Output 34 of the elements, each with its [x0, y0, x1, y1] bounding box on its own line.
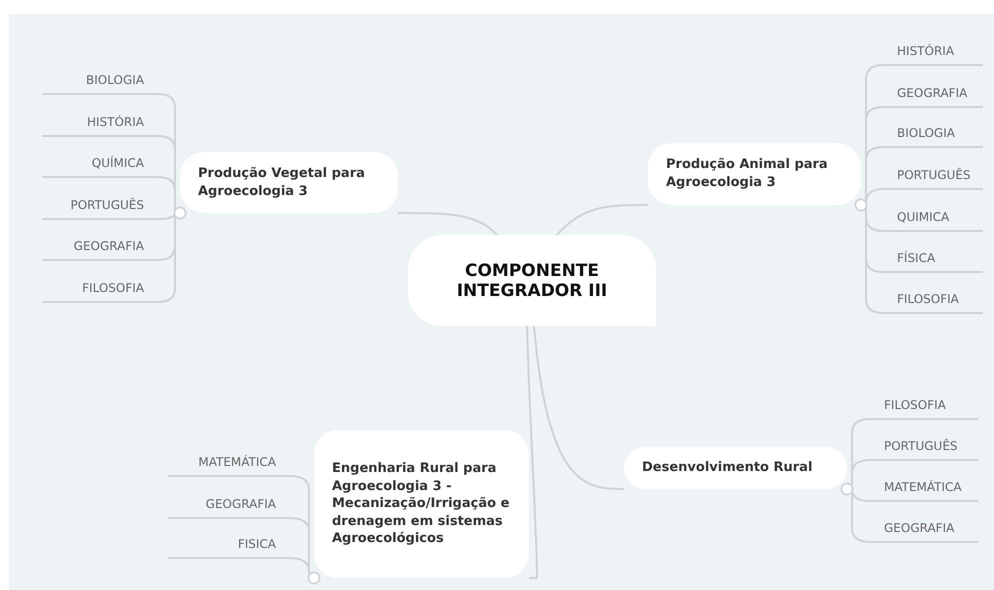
topic-text: Produção Vegetal para Agroecologia 3 — [198, 164, 366, 200]
subject-name: QUIMICA — [897, 210, 950, 224]
topic-box — [648, 143, 861, 205]
topic-text: Engenharia Rural para Agroecologia 3 - Mecanização/Irrigação e drenagem em sistemas Agroecológicos — [332, 460, 510, 548]
subject-name: MATEMÁTICA — [884, 480, 962, 494]
subject-name: GEOGRAFIA — [884, 521, 954, 535]
subject-name: MATEMÁTICA — [198, 455, 276, 469]
subject-name: HISTÓRIA — [86, 115, 144, 129]
subject-name: GEOGRAFIA — [897, 86, 968, 100]
topic-box — [180, 152, 398, 213]
subject-name: FÍSICA — [897, 251, 936, 265]
subject-name: FISICA — [238, 537, 276, 551]
topic-text: COMPONENTE INTEGRADOR III — [456, 260, 608, 300]
connector-line — [533, 326, 624, 490]
subject-name: GEOGRAFIA — [206, 497, 276, 511]
topic-text: Desenvolvimento Rural — [642, 459, 812, 477]
subject-name: FILOSOFIA — [82, 281, 144, 295]
subject-name: HISTÓRIA — [897, 44, 954, 58]
subject-name: FILOSOFIA — [884, 398, 946, 412]
connector-line — [398, 212, 499, 237]
topic-box — [624, 447, 847, 489]
central-topic — [408, 235, 656, 326]
subject-name: PORTUGUÊS — [897, 168, 971, 182]
subject-name: BIOLOGIA — [897, 126, 955, 140]
topic-box — [314, 430, 529, 578]
subject-name: PORTUGUÊS — [884, 439, 958, 453]
subject-name: QUÍMICA — [92, 156, 144, 170]
subject-name: BIOLOGIA — [86, 73, 144, 87]
connector-line — [555, 204, 648, 237]
connector-line — [526, 326, 538, 579]
topic-text: Produção Animal para Agroecologia 3 — [666, 156, 829, 192]
subject-name: GEOGRAFIA — [74, 239, 144, 253]
subject-name: PORTUGUÊS — [70, 198, 144, 212]
subject-name: FILOSOFIA — [897, 292, 959, 306]
